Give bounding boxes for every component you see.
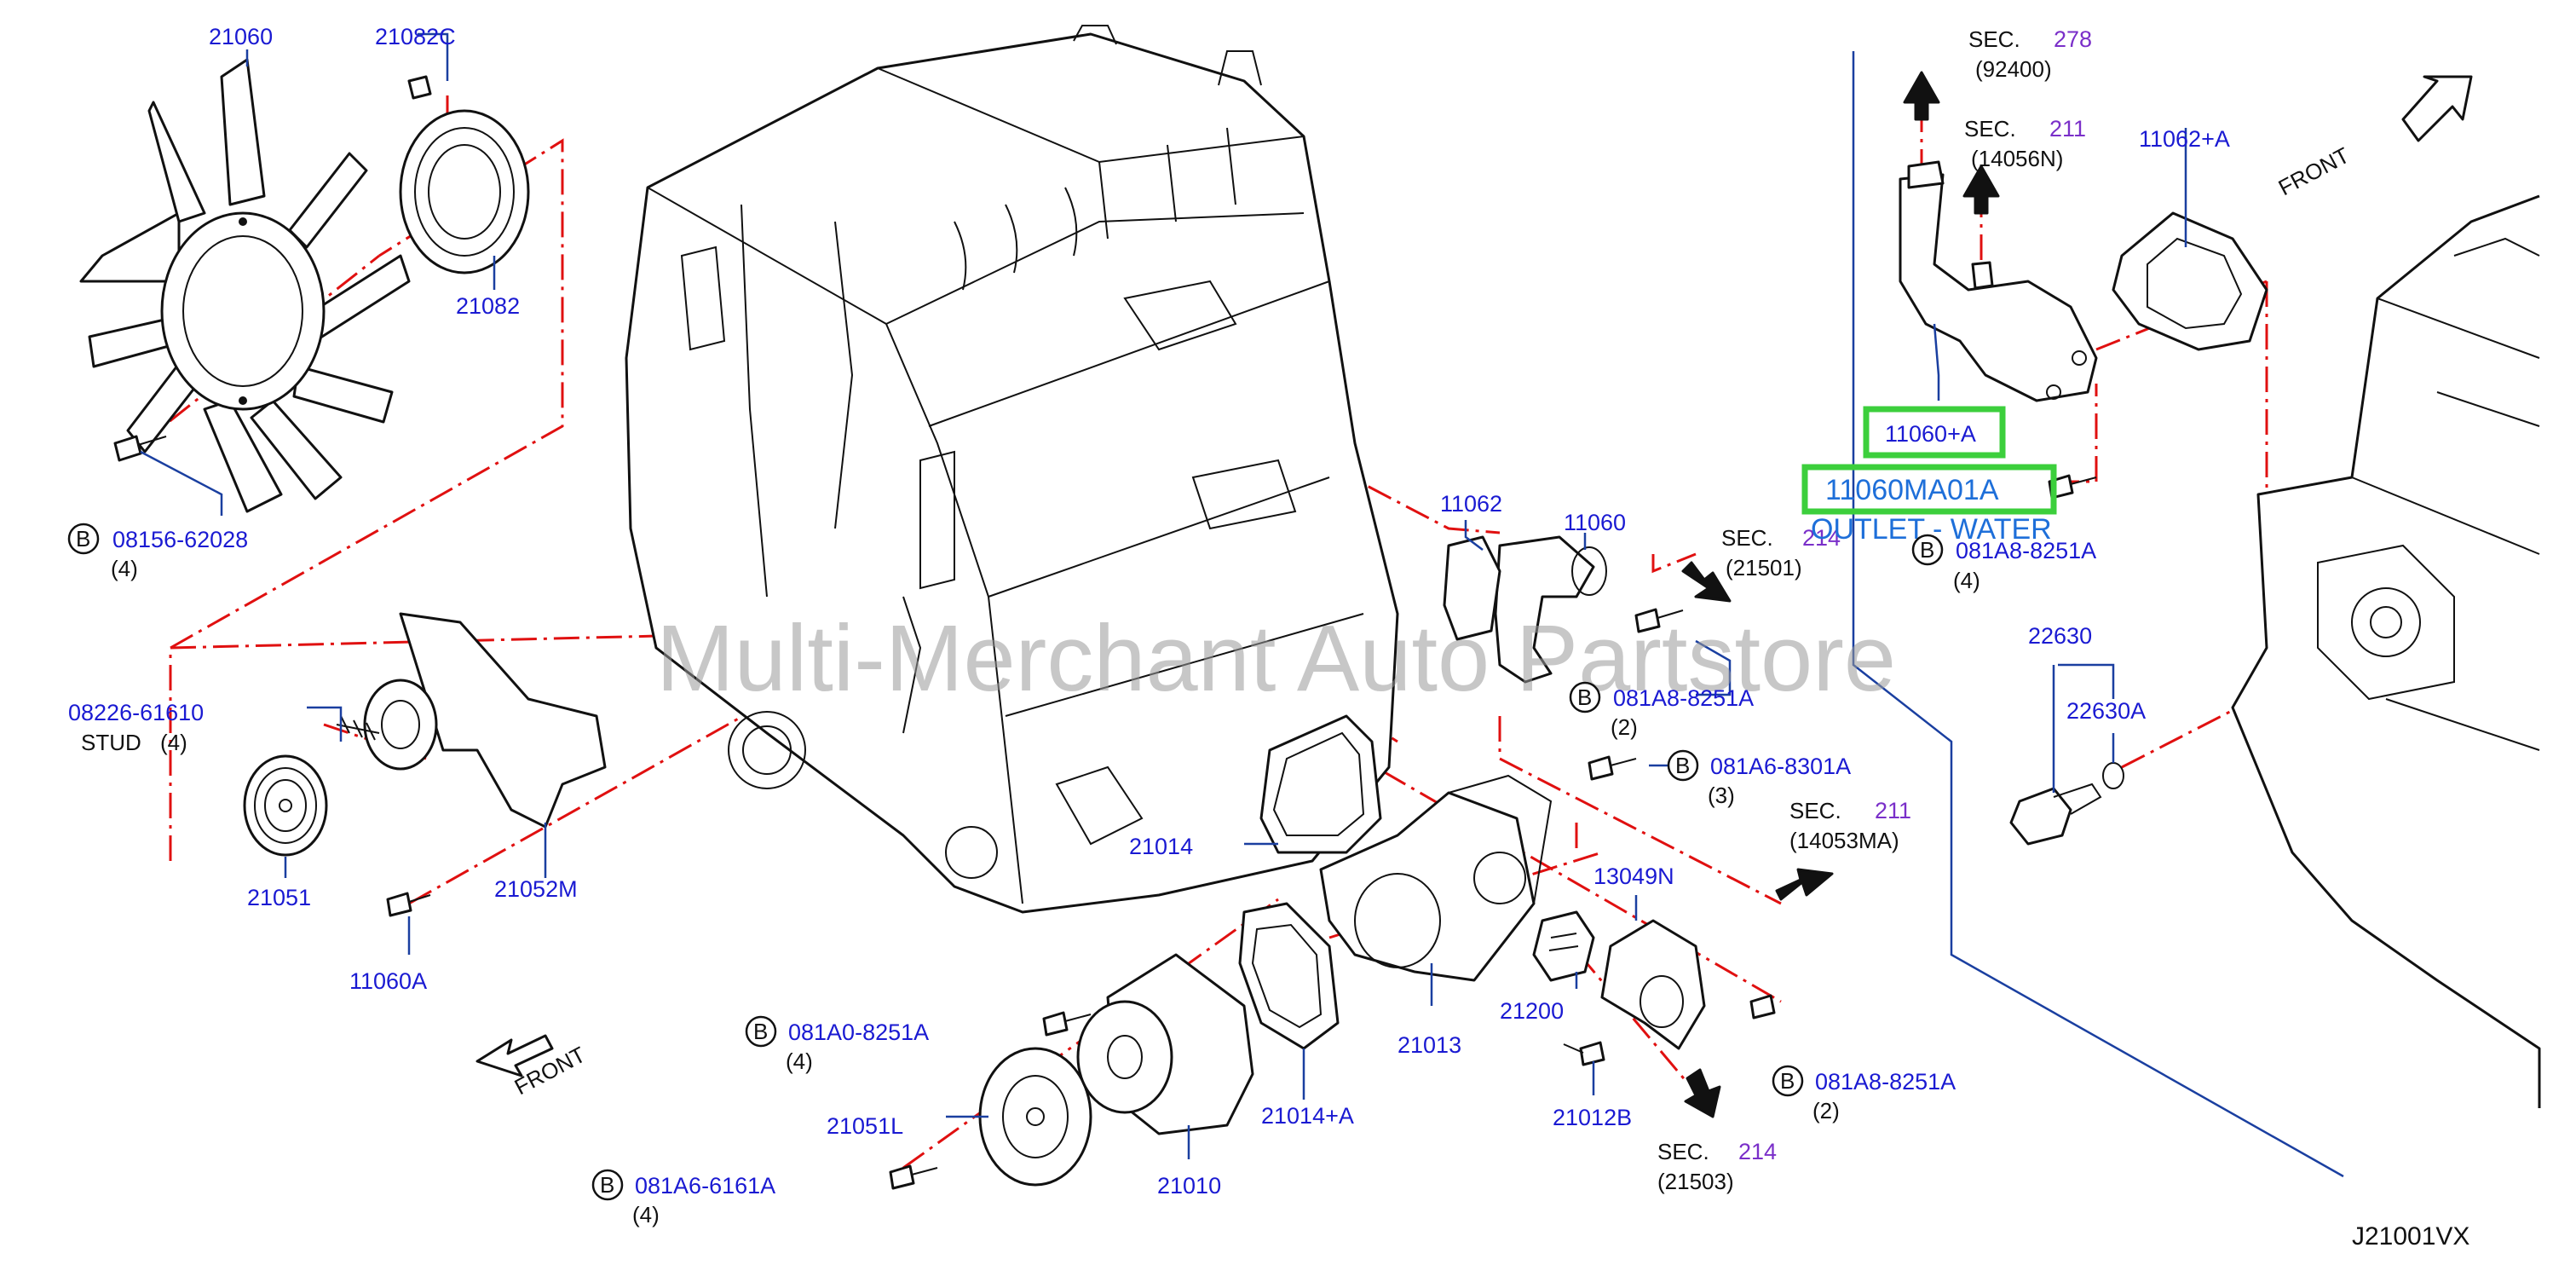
label-22630[interactable]: 22630 xyxy=(2028,623,2092,649)
fan-clutch-21082 xyxy=(399,75,530,274)
sec5-ref: (21503) xyxy=(1657,1169,1734,1194)
bolt-marker-text-2: B xyxy=(753,1019,768,1044)
front-label-right: FRONT xyxy=(2274,142,2354,201)
label-21014A[interactable]: 21014+A xyxy=(1261,1103,1354,1129)
qty-08156: (4) xyxy=(111,556,138,581)
label-21014[interactable]: 21014 xyxy=(1129,834,1193,859)
thermostat-housing-21013 xyxy=(1319,774,1553,982)
sec1-ref: (92400) xyxy=(1975,56,2052,82)
label-11060A[interactable]: 11060A xyxy=(349,968,427,994)
label-081A8-8251A-c[interactable]: 081A8-8251A xyxy=(1956,538,2096,563)
section-arrows xyxy=(1681,71,2000,1118)
label-11060Aplus[interactable]: 11060+A xyxy=(1885,421,1976,447)
sec5-label: SEC. xyxy=(1657,1139,1709,1164)
label-08226-61610[interactable]: 08226-61610 xyxy=(68,700,204,725)
sec3-number[interactable]: 214 xyxy=(1802,525,1841,551)
label-21052M[interactable]: 21052M xyxy=(494,876,578,902)
bolt-marker-text-7: B xyxy=(1920,537,1934,563)
gasket-21014A xyxy=(1238,902,1340,1050)
part-labels: 21060 21082C 21082 B 08156-62028 (4) 082… xyxy=(67,24,2469,1251)
watermark: Multi-Merchant Auto Partstore xyxy=(656,606,1896,711)
engine-block xyxy=(625,25,1399,914)
label-21060[interactable]: 21060 xyxy=(209,24,273,49)
label-21013[interactable]: 21013 xyxy=(1397,1032,1461,1058)
sec3-ref: (21501) xyxy=(1726,555,1802,581)
temp-sensor-22630 xyxy=(2009,762,2124,846)
pulley-21051 xyxy=(243,754,328,857)
fan-bracket-21052M xyxy=(336,612,607,829)
label-13049N[interactable]: 13049N xyxy=(1593,864,1674,889)
highlighted-part-number[interactable]: 11060MA01A xyxy=(1825,474,1999,506)
bolt-marker-1 xyxy=(67,523,100,555)
drawing-id: J21001VX xyxy=(2352,1222,2469,1251)
section-boundary xyxy=(1852,51,2344,1178)
bolt-marker-6 xyxy=(1667,749,1699,782)
bolt-marker-text-3: B xyxy=(600,1172,614,1198)
label-21051[interactable]: 21051 xyxy=(247,885,311,910)
front-arrows xyxy=(475,75,2473,1077)
sec2-ref: (14056N) xyxy=(1971,146,2063,171)
label-081A8-8251A-b[interactable]: 081A8-8251A xyxy=(1815,1069,1956,1095)
label-21082C[interactable]: 21082C xyxy=(375,24,456,49)
bolt-marker-text-4: B xyxy=(1780,1068,1795,1094)
label-21012B[interactable]: 21012B xyxy=(1553,1105,1632,1130)
label-081A8-8251A-a[interactable]: 081A8-8251A xyxy=(1613,685,1754,711)
thermostat-21200 xyxy=(1532,910,1595,982)
water-outlet-11060A xyxy=(1899,160,2098,402)
sec4-number[interactable]: 211 xyxy=(1875,798,1911,823)
qty-081A8-a: (2) xyxy=(1611,714,1638,740)
gasket-11062A xyxy=(2112,211,2268,351)
qty-stud: (4) xyxy=(160,730,187,755)
label-21051L[interactable]: 21051L xyxy=(827,1113,903,1139)
qty-081A6-6161A: (4) xyxy=(632,1202,660,1227)
label-081A6-6161A[interactable]: 081A6-6161A xyxy=(635,1173,775,1199)
gasket-21014 xyxy=(1259,714,1382,854)
bolt-marker-text-5: B xyxy=(1577,684,1592,710)
label-081A0-8251A[interactable]: 081A0-8251A xyxy=(788,1020,929,1045)
bolt-marker-4 xyxy=(1772,1065,1804,1097)
cooling-fan-21060 xyxy=(79,58,411,513)
qty-081A8-c: (4) xyxy=(1953,568,1980,593)
leader-lines xyxy=(140,32,2187,1159)
sec3-label: SEC. xyxy=(1721,525,1773,551)
bolt-marker-2 xyxy=(745,1015,777,1048)
label-stud: STUD xyxy=(81,730,141,755)
label-21200[interactable]: 21200 xyxy=(1500,998,1564,1024)
bolt-marker-7 xyxy=(1911,534,1944,566)
water-pump-21010 xyxy=(978,953,1254,1187)
bolt-marker-text-6: B xyxy=(1675,753,1690,778)
sec4-label: SEC. xyxy=(1789,798,1841,823)
highlight-boxes xyxy=(1801,406,2057,515)
sec1-label: SEC. xyxy=(1968,26,2020,52)
sec1-number[interactable]: 278 xyxy=(2054,26,2092,52)
qty-081A0: (4) xyxy=(786,1048,813,1074)
label-21082[interactable]: 21082 xyxy=(456,293,520,319)
label-11060[interactable]: 11060 xyxy=(1564,510,1626,535)
label-11062[interactable]: 11062 xyxy=(1440,491,1502,517)
qty-081A8-b: (2) xyxy=(1812,1098,1840,1123)
bolt-marker-5 xyxy=(1569,681,1601,713)
bolt-marker-text-1: B xyxy=(76,526,90,552)
bolts xyxy=(113,435,2097,1190)
sec5-number[interactable]: 214 xyxy=(1738,1139,1777,1164)
label-22630A[interactable]: 22630A xyxy=(2066,698,2146,724)
label-081A6-8301A[interactable]: 081A6-8301A xyxy=(1710,754,1851,779)
label-08156-62028[interactable]: 08156-62028 xyxy=(112,527,248,552)
sec2-label: SEC. xyxy=(1964,116,2016,142)
label-11062A[interactable]: 11062+A xyxy=(2139,126,2230,152)
sec4-ref: (14053MA) xyxy=(1789,828,1899,853)
sec2-number[interactable]: 211 xyxy=(2049,116,2086,142)
water-inlet-13049N xyxy=(1600,919,1706,1050)
bolt-marker-3 xyxy=(591,1169,624,1201)
water-outlet-11060 xyxy=(1443,535,1607,684)
qty-081A6-8301A: (3) xyxy=(1708,783,1735,808)
label-21010[interactable]: 21010 xyxy=(1157,1173,1221,1199)
engine-block-right xyxy=(2231,194,2541,1108)
